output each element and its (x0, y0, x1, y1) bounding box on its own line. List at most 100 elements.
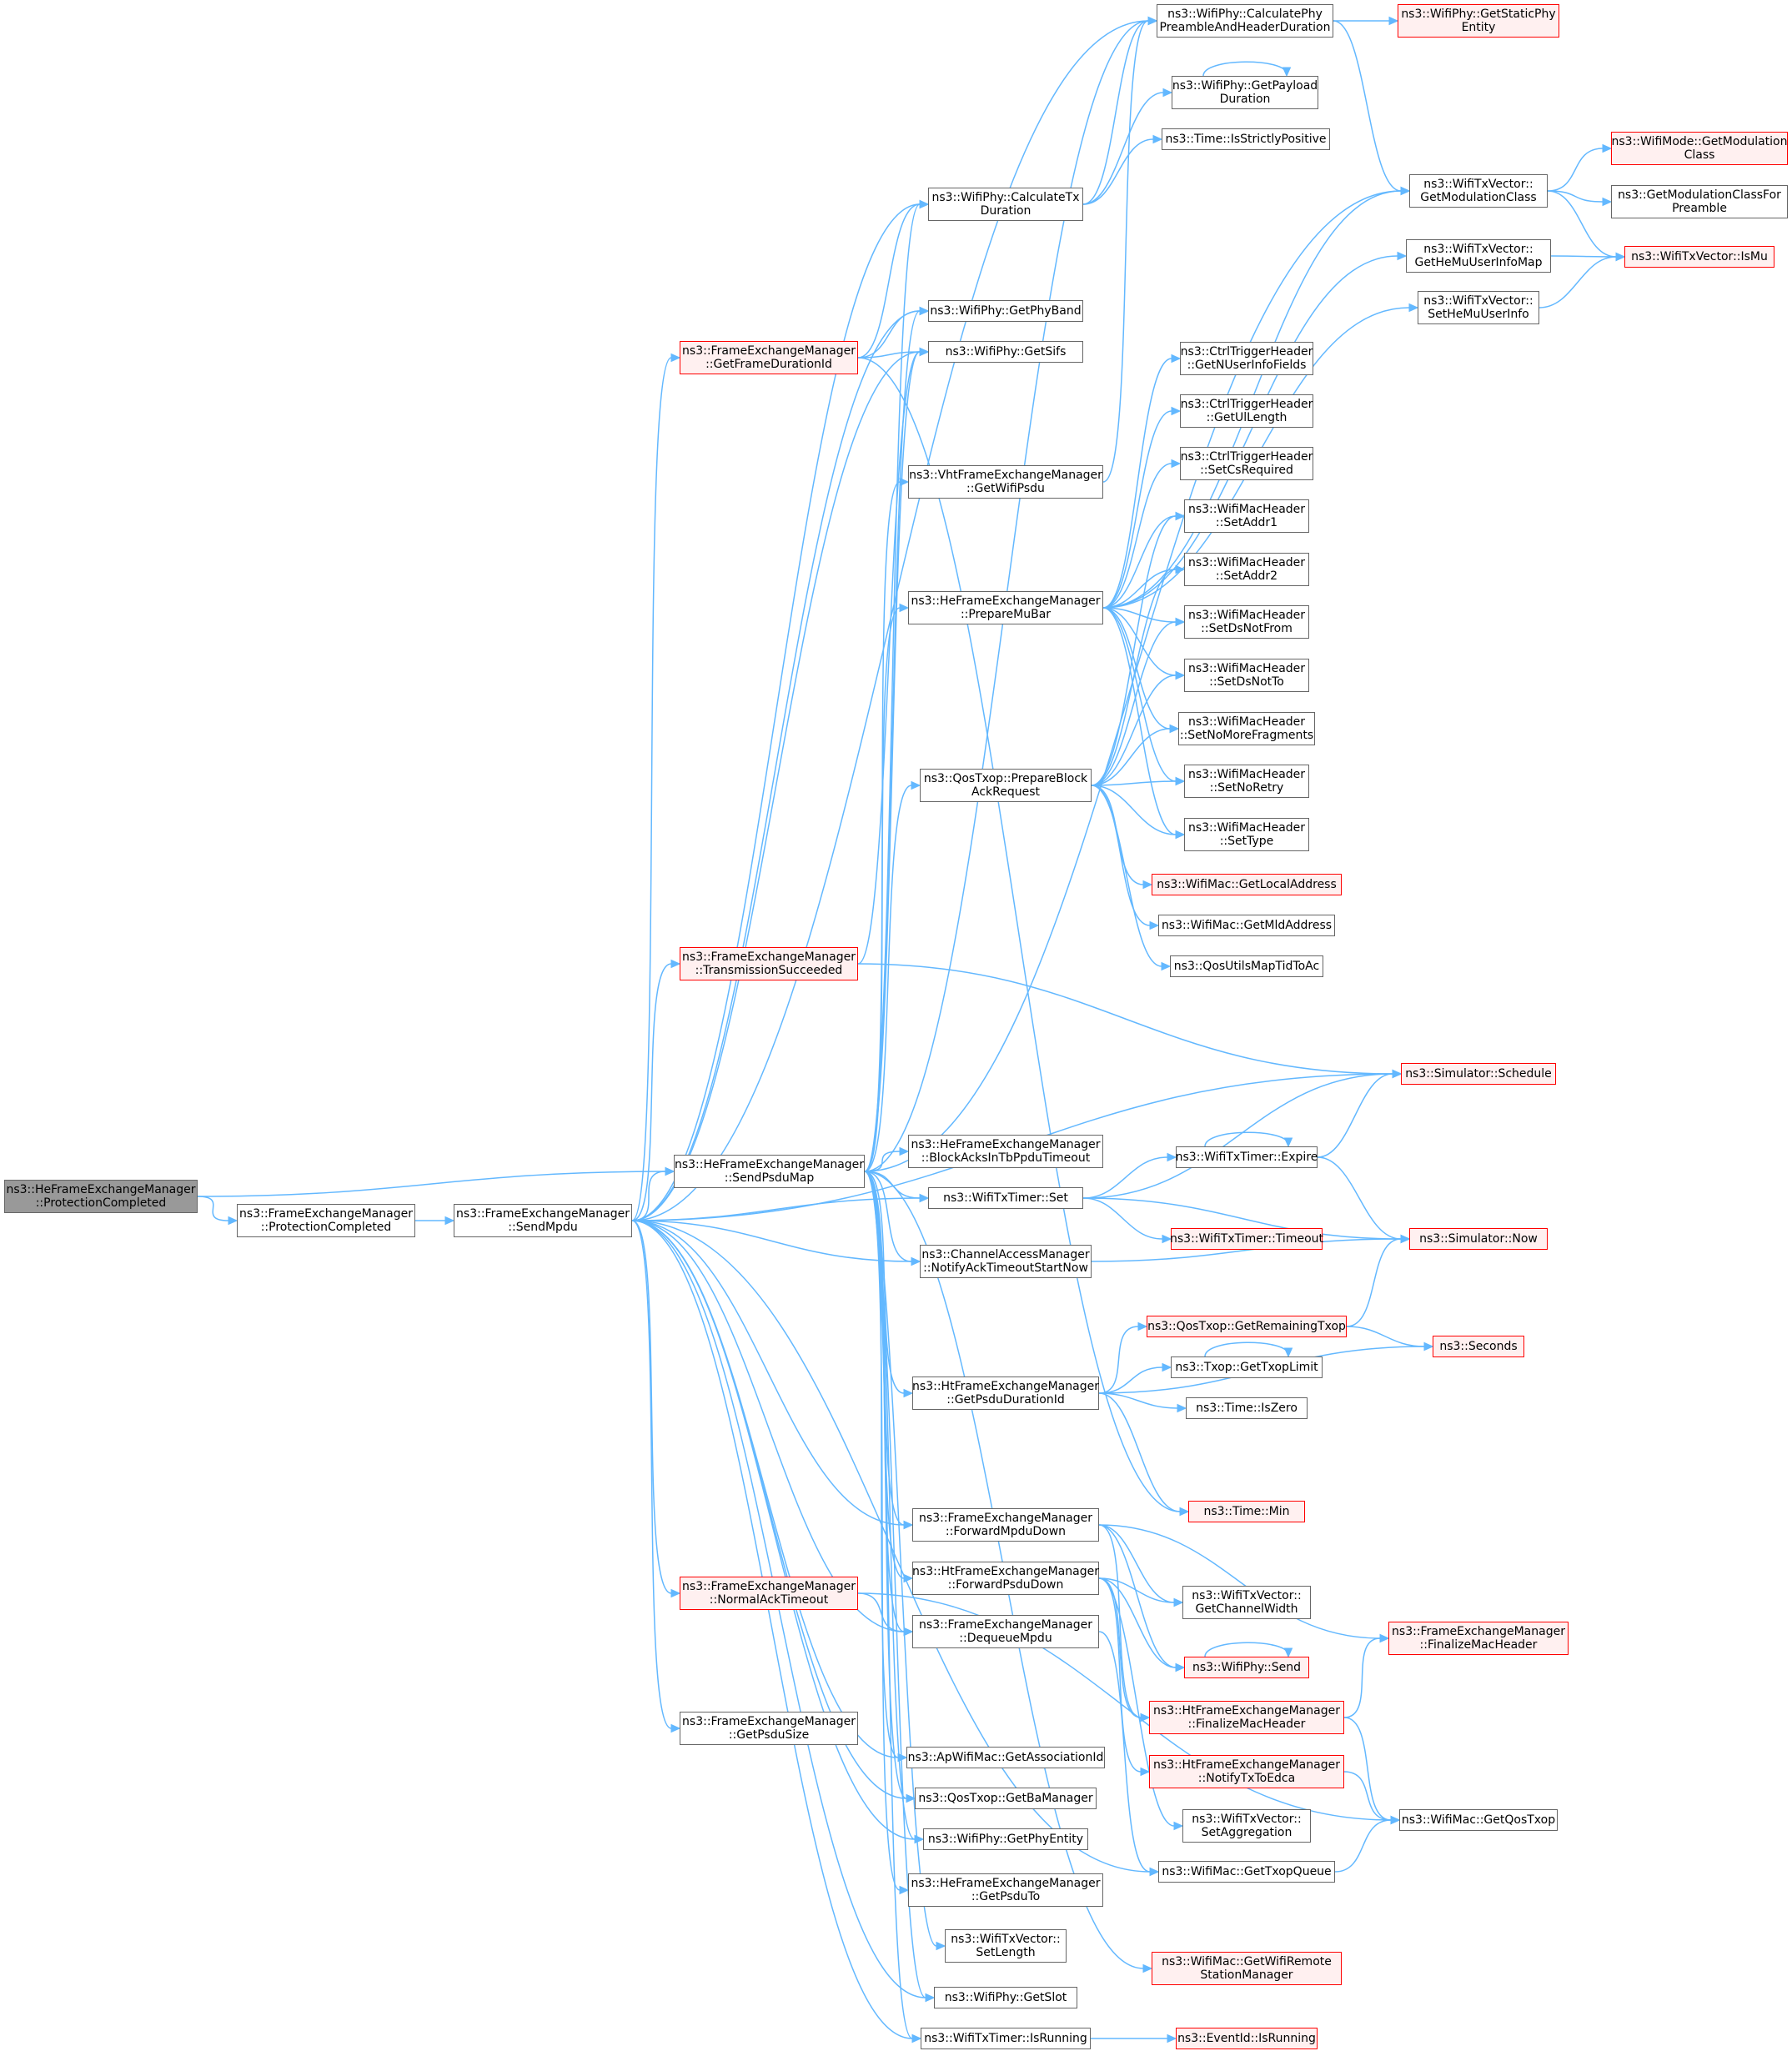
edge-fwdmpdu-femfinalize (1098, 1524, 1381, 1639)
node-label: ::SetNoMoreFragments (1179, 729, 1314, 742)
node-htfinalize[interactable]: ns3::HtFrameExchangeManager::FinalizeMac… (1149, 1701, 1344, 1734)
node-label: ::SetNoRetry (1209, 781, 1284, 795)
edge-preparemubar-setnomore (1102, 607, 1171, 730)
edge-fwdpsdu-setagg (1098, 1577, 1175, 1827)
edge-txtimerset-timeout (1082, 1197, 1163, 1240)
node-getphyentity[interactable]: ns3::WifiPhy::GetPhyEntity (923, 1828, 1088, 1850)
node-timeout[interactable]: ns3::WifiTxTimer::Timeout (1170, 1228, 1323, 1250)
node-getqostxop[interactable]: ns3::WifiMac::GetQosTxop (1399, 1809, 1558, 1831)
node-dequeue[interactable]: ns3::FrameExchangeManager::DequeueMpdu (912, 1615, 1099, 1648)
node-getpsdusize[interactable]: ns3::FrameExchangeManager::GetPsduSize (680, 1712, 858, 1745)
node-sendpsdu[interactable]: ns3::HeFrameExchangeManager::SendPsduMap (674, 1155, 865, 1188)
edge-arrowhead (1392, 1069, 1403, 1079)
node-vhtgetpsdu[interactable]: ns3::VhtFrameExchangeManager::GetWifiPsd… (908, 465, 1103, 499)
node-timemin[interactable]: ns3::Time::Min (1188, 1501, 1305, 1522)
edge-arrowhead (1137, 1321, 1148, 1331)
node-gettxopq[interactable]: ns3::WifiMac::GetTxopQueue (1158, 1861, 1335, 1883)
node-htgetpsdudur[interactable]: ns3::HtFrameExchangeManager::GetPsduDura… (912, 1377, 1099, 1410)
edge-fwdpsdu-htnotify (1098, 1577, 1142, 1773)
node-label: ::SendMpdu (508, 1221, 578, 1234)
node-getlocal[interactable]: ns3::WifiMac::GetLocalAddress (1152, 874, 1342, 895)
edge-preparebar-setaddr2 (1091, 569, 1177, 786)
node-label: ns3::QosTxop::PrepareBlock (923, 772, 1088, 785)
node-setdsnotfrom[interactable]: ns3::WifiMacHeader::SetDsNotFrom (1184, 605, 1309, 639)
node-getslot[interactable]: ns3::WifiPhy::GetSlot (934, 1987, 1077, 2008)
edge-fwdpsdu-physend (1098, 1577, 1177, 1668)
node-iszero[interactable]: ns3::Time::IsZero (1186, 1397, 1308, 1419)
node-setagg[interactable]: ns3::WifiTxVector::SetAggregation (1182, 1809, 1311, 1843)
node-label: ns3::WifiPhy::GetSlot (944, 1991, 1067, 2004)
node-setaddr1[interactable]: ns3::WifiMacHeader::SetAddr1 (1184, 499, 1309, 533)
edge-arrowhead (1175, 776, 1186, 786)
edge-sendmpdu-notifyack (631, 1220, 912, 1262)
node-setaddr2[interactable]: ns3::WifiMacHeader::SetAddr2 (1184, 553, 1309, 586)
edge-sendpsdu-preparebar (864, 785, 912, 1172)
edge-arrowhead (1602, 143, 1613, 153)
node-setnomore[interactable]: ns3::WifiMacHeader::SetNoMoreFragments (1178, 712, 1315, 745)
node-getphyband[interactable]: ns3::WifiPhy::GetPhyBand (928, 300, 1083, 322)
node-getframedur[interactable]: ns3::FrameExchangeManager::GetFrameDurat… (680, 341, 858, 374)
node-setdsnotto[interactable]: ns3::WifiMacHeader::SetDsNotTo (1184, 659, 1309, 692)
node-label: ns3::CtrlTriggerHeader (1180, 450, 1313, 464)
node-txsucc[interactable]: ns3::FrameExchangeManager::TransmissionS… (680, 947, 858, 980)
node-preparemubar[interactable]: ns3::HeFrameExchangeManager::PrepareMuBa… (908, 591, 1103, 624)
node-label: ::SetCsRequired (1200, 464, 1293, 477)
node-physend[interactable]: ns3::WifiPhy::Send (1184, 1657, 1309, 1678)
node-getsifs[interactable]: ns3::WifiPhy::GetSifs (928, 341, 1083, 363)
node-qosmap[interactable]: ns3::QosUtilsMapTidToAc (1170, 955, 1323, 977)
node-normack[interactable]: ns3::FrameExchangeManager::NormalAckTime… (680, 1577, 858, 1610)
node-setnoretry[interactable]: ns3::WifiMacHeader::SetNoRetry (1184, 765, 1309, 798)
node-fem_pc[interactable]: ns3::FrameExchangeManager::ProtectionCom… (237, 1204, 415, 1237)
node-eventrun[interactable]: ns3::EventId::IsRunning (1176, 2028, 1318, 2049)
edge-preparebar-setnoretry (1091, 780, 1177, 786)
node-setcs[interactable]: ns3::CtrlTriggerHeader::SetCsRequired (1180, 447, 1313, 480)
node-getmld[interactable]: ns3::WifiMac::GetMldAddress (1158, 915, 1335, 936)
node-ismu[interactable]: ns3::WifiTxVector::IsMu (1624, 246, 1774, 268)
node-getbaman[interactable]: ns3::QosTxop::GetBaManager (915, 1788, 1097, 1809)
node-seconds[interactable]: ns3::Seconds (1433, 1336, 1524, 1357)
node-expire[interactable]: ns3::WifiTxTimer::Expire (1176, 1146, 1318, 1168)
node-isrunning[interactable]: ns3::WifiTxTimer::IsRunning (921, 2028, 1091, 2049)
node-femfinalize[interactable]: ns3::FrameExchangeManager::FinalizeMacHe… (1388, 1622, 1569, 1655)
node-fwdmpdu[interactable]: ns3::FrameExchangeManager::ForwardMpduDo… (912, 1508, 1099, 1542)
node-gettxoplimit[interactable]: ns3::Txop::GetTxopLimit (1171, 1356, 1323, 1378)
node-getpsduto[interactable]: ns3::HeFrameExchangeManager::GetPsduTo (908, 1873, 1103, 1907)
node-getnuser[interactable]: ns3::CtrlTriggerHeader::GetNUserInfoFiel… (1180, 342, 1313, 375)
node-getremtxop[interactable]: ns3::QosTxop::GetRemainingTxop (1147, 1316, 1347, 1337)
edge-getframedur-calctx (857, 203, 921, 359)
node-getchanwidth[interactable]: ns3::WifiTxVector::GetChannelWidth (1182, 1586, 1311, 1619)
node-notifyack[interactable]: ns3::ChannelAccessManager::NotifyAckTime… (920, 1245, 1092, 1278)
node-blockacks[interactable]: ns3::HeFrameExchangeManager::BlockAcksIn… (908, 1135, 1103, 1168)
node-strictpos[interactable]: ns3::Time::IsStrictlyPositive (1162, 128, 1330, 150)
node-getul[interactable]: ns3::CtrlTriggerHeader::GetUlLength (1180, 394, 1313, 428)
node-label: ns3::WifiMacHeader (1187, 609, 1306, 622)
node-gethemap[interactable]: ns3::WifiTxVector::GetHeMuUserInfoMap (1406, 239, 1551, 273)
node-label: ::ProtectionCompleted (260, 1221, 392, 1234)
node-htnotify[interactable]: ns3::HtFrameExchangeManager::NotifyTxToE… (1149, 1755, 1344, 1788)
node-label: GetModulationClass (1420, 191, 1537, 204)
node-getmodclass[interactable]: ns3::WifiTxVector::GetModulationClass (1409, 174, 1548, 208)
node-txtimerset[interactable]: ns3::WifiTxTimer::Set (928, 1187, 1083, 1209)
node-sethemu[interactable]: ns3::WifiTxVector::SetHeMuUserInfo (1418, 291, 1539, 324)
node-settype[interactable]: ns3::WifiMacHeader::SetType (1184, 818, 1309, 851)
node-schedule[interactable]: ns3::Simulator::Schedule (1401, 1063, 1556, 1085)
node-label: ns3::FrameExchangeManager (919, 1618, 1092, 1632)
edge-getframedur-timemin (857, 357, 1181, 1512)
node-sendmpdu[interactable]: ns3::FrameExchangeManager::SendMpdu (454, 1204, 632, 1237)
node-fwdpsdu[interactable]: ns3::HtFrameExchangeManager::ForwardPsdu… (912, 1562, 1099, 1595)
node-root[interactable]: ns3::HeFrameExchangeManager::ProtectionC… (4, 1180, 198, 1213)
node-setlength[interactable]: ns3::WifiTxVector::SetLength (945, 1929, 1067, 1963)
node-now[interactable]: ns3::Simulator::Now (1409, 1228, 1548, 1250)
edge-dequeue-gettxopq (1098, 1631, 1151, 1873)
node-label: ::TransmissionSucceeded (695, 964, 843, 977)
node-getassoc[interactable]: ns3::ApWifiMac::GetAssociationId (906, 1747, 1105, 1768)
